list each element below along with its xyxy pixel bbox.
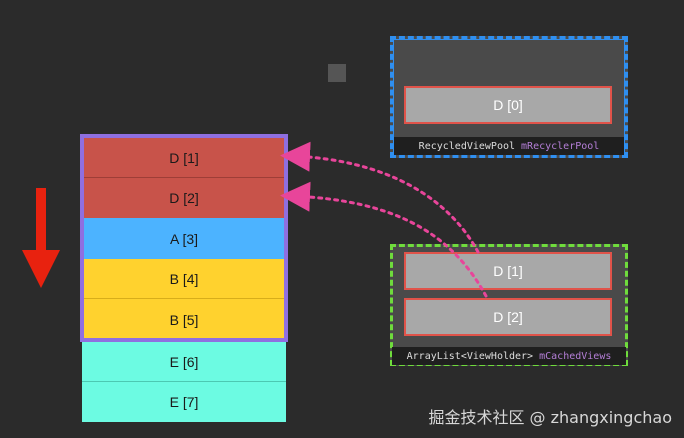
cached-item-d2: D [2] — [404, 298, 612, 336]
arrow-d2 — [280, 181, 488, 298]
list-item-d1: D [1] — [82, 138, 286, 178]
list-item-label: D [2] — [169, 190, 199, 206]
small-square — [328, 64, 346, 82]
pool-caption-type: RecycledViewPool — [418, 140, 515, 152]
cache-caption-field: mCachedViews — [539, 350, 612, 362]
cache-caption: ArrayList<ViewHolder> mCachedViews — [392, 347, 626, 365]
list-item-b5: B [5] — [82, 299, 286, 340]
cached-item-d1: D [1] — [404, 252, 612, 290]
list-item-label: B [5] — [169, 311, 199, 328]
list-item-b4: B [4] — [82, 259, 286, 299]
scroll-direction-arrow-icon — [22, 188, 60, 288]
pool-caption: RecycledViewPool mRecyclerPool — [394, 137, 624, 155]
list-item-d2: D [2] — [82, 178, 286, 218]
list-item-e7: E [7] — [82, 382, 286, 422]
pool-caption-field: mRecyclerPool — [521, 140, 600, 152]
cached-item-label: D [2] — [493, 309, 523, 325]
pool-item-label: D [0] — [493, 97, 523, 113]
cache-caption-type: ArrayList<ViewHolder> — [406, 350, 534, 362]
watermark: 掘金技术社区 @ zhangxingchao — [428, 408, 672, 427]
list-item-label: A [3] — [169, 230, 199, 247]
list-item-label: E [7] — [169, 394, 199, 410]
cached-item-label: D [1] — [493, 263, 523, 279]
list-item-label: D [1] — [169, 149, 199, 166]
list-item-e6: E [6] — [82, 342, 286, 382]
pool-item-d0: D [0] — [404, 86, 612, 124]
list-item-label: E [6] — [169, 353, 199, 370]
list-item-a3: A [3] — [82, 218, 286, 259]
list-item-label: B [4] — [169, 270, 199, 287]
arrow-d1 — [280, 141, 480, 254]
